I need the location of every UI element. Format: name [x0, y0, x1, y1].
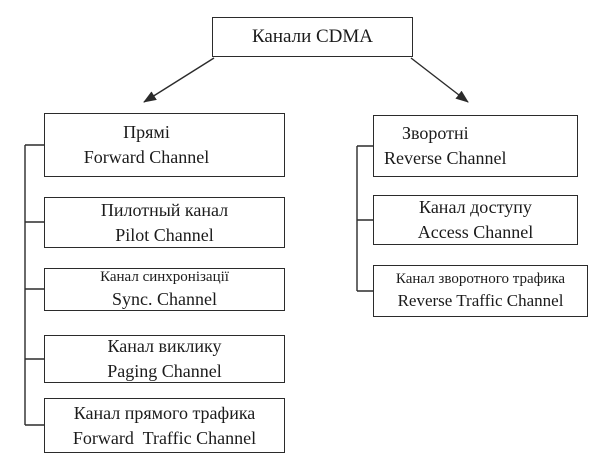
arrow-right-branch-icon: [410, 57, 469, 103]
node-label-english: Reverse Traffic Channel: [397, 291, 564, 311]
node-forward-traffic-channel: Канал прямого трафика Forward Traffic Ch…: [44, 398, 285, 453]
node-label-native: Канал синхронізації: [100, 268, 229, 285]
node-label-english: Reverse Channel: [384, 148, 507, 168]
node-label-native: Пилотный канал: [100, 199, 229, 220]
node-label-native: Канал прямого трафика: [73, 402, 256, 423]
node-pilot-channel: Пилотный канал Pilot Channel: [44, 197, 285, 248]
node-label-native: Зворотні: [402, 123, 469, 144]
node-label-english: Forward Channel: [83, 147, 210, 167]
node-access-channel: Канал доступу Access Channel: [373, 195, 578, 245]
node-label-english: Sync. Channel: [112, 289, 217, 310]
node-label-native: Прямі: [123, 122, 170, 143]
node-label-english: Forward Traffic Channel: [72, 427, 257, 448]
node-forward-channel: Прямі Forward Channel: [44, 113, 285, 177]
node-reverse-channel: Зворотні Reverse Channel: [373, 115, 578, 177]
node-label-english: Pilot Channel: [115, 224, 214, 245]
node-label-native: Канал виклику: [107, 336, 222, 357]
node-label-english: Access Channel: [417, 222, 534, 242]
node-cdma-channels: Канали CDMA: [212, 17, 413, 57]
node-label: Канали CDMA: [251, 25, 374, 47]
node-reverse-traffic-channel: Канал зворотного трафика Reverse Traffic…: [373, 265, 588, 317]
node-label-english: Paging Channel: [107, 361, 222, 381]
right-column-connector: [356, 145, 373, 292]
node-label-native: Канал доступу: [419, 197, 532, 218]
left-column-connector: [24, 144, 44, 426]
arrow-left-branch-icon: [143, 57, 215, 103]
node-label-native: Канал зворотного трафика: [395, 271, 566, 288]
node-sync-channel: Канал синхронізації Sync. Channel: [44, 268, 285, 311]
node-paging-channel: Канал виклику Paging Channel: [44, 335, 285, 383]
